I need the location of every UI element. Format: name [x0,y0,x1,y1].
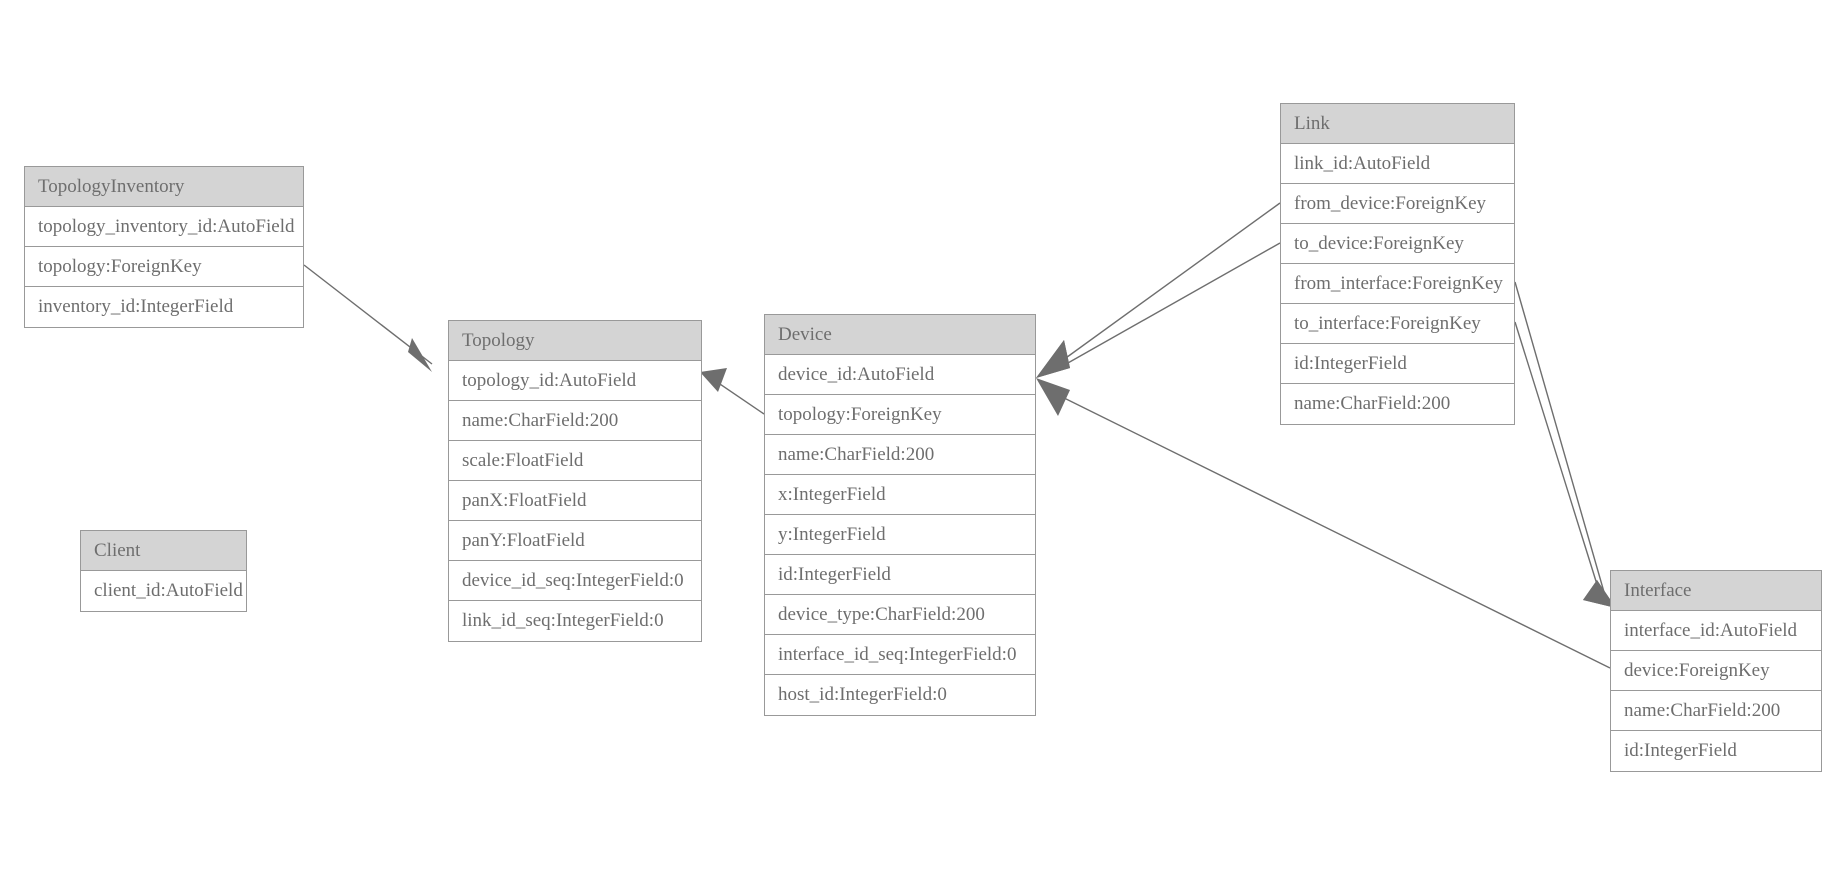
entity-field-row[interactable]: x:IntegerField [765,475,1035,515]
entity-title-client: Client [81,531,246,571]
relationship-line [1051,202,1281,369]
arrowhead-icon [700,368,727,392]
entity-field-row[interactable]: device_id:AutoField [765,355,1035,395]
entity-title-topology: Topology [449,321,701,361]
entity-field-row[interactable]: name:CharField:200 [1611,691,1821,731]
entity-field-row[interactable]: panX:FloatField [449,481,701,521]
entity-field-row[interactable]: name:CharField:200 [449,401,701,441]
relationship-line [1514,281,1605,593]
entity-field-row[interactable]: topology:ForeignKey [765,395,1035,435]
relationship-line [1051,391,1611,669]
entity-field-row[interactable]: id:IntegerField [765,555,1035,595]
relationship-link-to-interface [1514,321,1616,608]
relationship-link-from-interface [1514,281,1616,608]
entity-field-row[interactable]: from_interface:ForeignKey [1281,264,1514,304]
arrowhead-icon [1036,340,1070,378]
relationship-link-from-device [1036,202,1281,378]
arrowhead-icon [1036,340,1070,378]
entity-title-interface: Interface [1611,571,1821,611]
entity-field-row[interactable]: host_id:IntegerField:0 [765,675,1035,715]
relationship-line [1051,242,1281,373]
entity-field-row[interactable]: from_device:ForeignKey [1281,184,1514,224]
entity-title-device: Device [765,315,1035,355]
entity-field-row[interactable]: interface_id_seq:IntegerField:0 [765,635,1035,675]
arrowhead-icon [408,338,432,372]
entity-field-row[interactable]: device_type:CharField:200 [765,595,1035,635]
entity-field-row[interactable]: scale:FloatField [449,441,701,481]
entity-field-row[interactable]: interface_id:AutoField [1611,611,1821,651]
entity-field-row[interactable]: link_id_seq:IntegerField:0 [449,601,701,641]
entity-field-row[interactable]: device_id_seq:IntegerField:0 [449,561,701,601]
relationship-line [303,264,433,365]
entity-title-topologyinventory: TopologyInventory [25,167,303,207]
entity-field-row[interactable]: topology_id:AutoField [449,361,701,401]
relationship-line [713,379,765,415]
entity-field-row[interactable]: topology:ForeignKey [25,247,303,287]
entity-field-row[interactable]: inventory_id:IntegerField [25,287,303,327]
entity-field-row[interactable]: link_id:AutoField [1281,144,1514,184]
entity-field-row[interactable]: topology_inventory_id:AutoField [25,207,303,247]
entity-field-row[interactable]: id:IntegerField [1611,731,1821,771]
arrowhead-icon [1036,378,1070,416]
entity-field-row[interactable]: y:IntegerField [765,515,1035,555]
relationship-line [1514,321,1601,595]
relationship-link-to-device [1036,242,1281,378]
entity-field-row[interactable]: name:CharField:200 [765,435,1035,475]
entity-field-row[interactable]: device:ForeignKey [1611,651,1821,691]
relationship-device-topology [700,368,765,415]
relationship-topologyinventory-topology [303,264,433,372]
entity-title-link: Link [1281,104,1514,144]
entity-field-row[interactable]: to_interface:ForeignKey [1281,304,1514,344]
entity-field-row[interactable]: client_id:AutoField [81,571,246,611]
entity-field-row[interactable]: to_device:ForeignKey [1281,224,1514,264]
entity-field-row[interactable]: panY:FloatField [449,521,701,561]
entity-field-row[interactable]: id:IntegerField [1281,344,1514,384]
entity-field-row[interactable]: name:CharField:200 [1281,384,1514,424]
